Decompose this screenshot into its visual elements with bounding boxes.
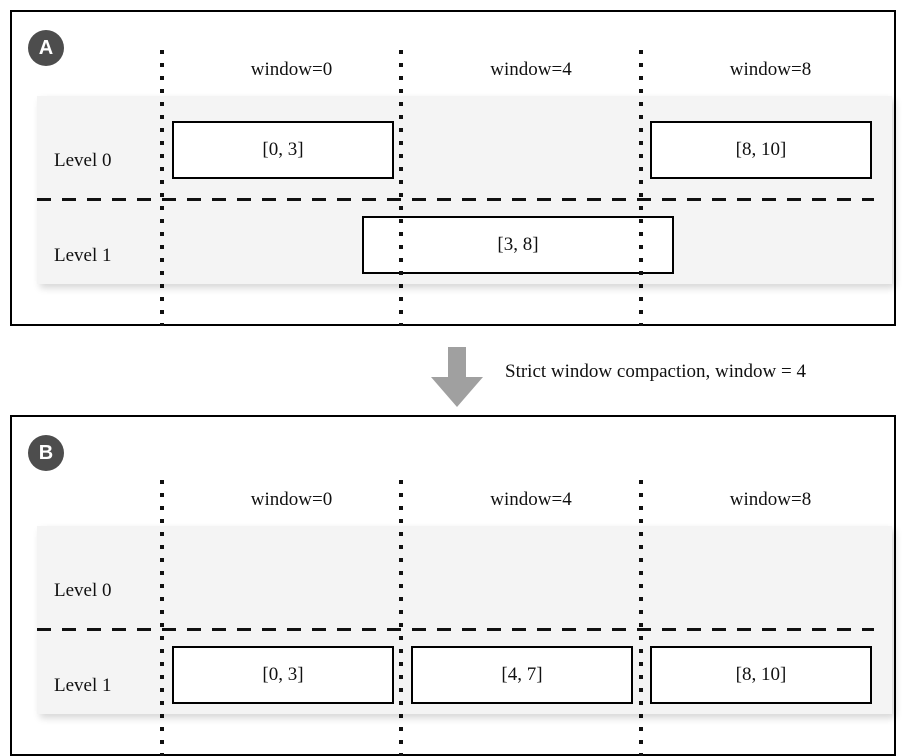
- panel-a-column-guide-2: [639, 50, 643, 326]
- panel-a-column-header-window-8: window=8: [729, 59, 812, 80]
- panel-b-level-divider: [37, 628, 874, 631]
- panel-a-column-header-window-0: window=0: [250, 59, 333, 80]
- panel-b-column-header-window-4: window=4: [490, 489, 572, 510]
- panel-a-row-label-level-0: Level 0: [54, 150, 112, 171]
- panel-b-badge: B: [28, 435, 64, 471]
- panel-b-column-header-window-8: window=8: [729, 489, 812, 510]
- panel-b-column-header-window-0: window=0: [250, 489, 333, 510]
- transition-label: Strict window compaction, window = 4: [505, 361, 806, 382]
- panel-b-column-guide-1: [399, 480, 403, 756]
- panel-a-column-guide-0: [160, 50, 164, 326]
- transition-arrow: [425, 345, 489, 409]
- panel-b-row-label-level-1: Level 1: [54, 675, 112, 696]
- panel-a-level-0-box-0-3[interactable]: [0, 3]: [172, 121, 394, 179]
- panel-b-level-1-box-4-7[interactable]: [4, 7]: [411, 646, 633, 704]
- panel-b-row-label-level-0: Level 0: [54, 580, 112, 601]
- panel-b-level-1-box-0-3[interactable]: [0, 3]: [172, 646, 394, 704]
- panel-a: A window=0 window=4 window=8 Level 0 Lev…: [10, 10, 896, 326]
- panel-b-column-guide-2: [639, 480, 643, 756]
- panel-b: B window=0 window=4 window=8 Level 0 Lev…: [10, 415, 896, 756]
- panel-a-level-1-box-3-8[interactable]: [3, 8]: [362, 216, 674, 274]
- panel-a-badge: A: [28, 30, 64, 66]
- panel-b-level-1-box-8-10[interactable]: [8, 10]: [650, 646, 872, 704]
- panel-a-column-header-window-4: window=4: [490, 59, 572, 80]
- panel-b-column-guide-0: [160, 480, 164, 756]
- panel-a-level-0-box-8-10[interactable]: [8, 10]: [650, 121, 872, 179]
- panel-a-level-divider: [37, 198, 874, 201]
- panel-a-row-label-level-1: Level 1: [54, 245, 112, 266]
- panel-a-column-guide-1: [399, 50, 403, 326]
- arrow-down-icon: [431, 347, 483, 407]
